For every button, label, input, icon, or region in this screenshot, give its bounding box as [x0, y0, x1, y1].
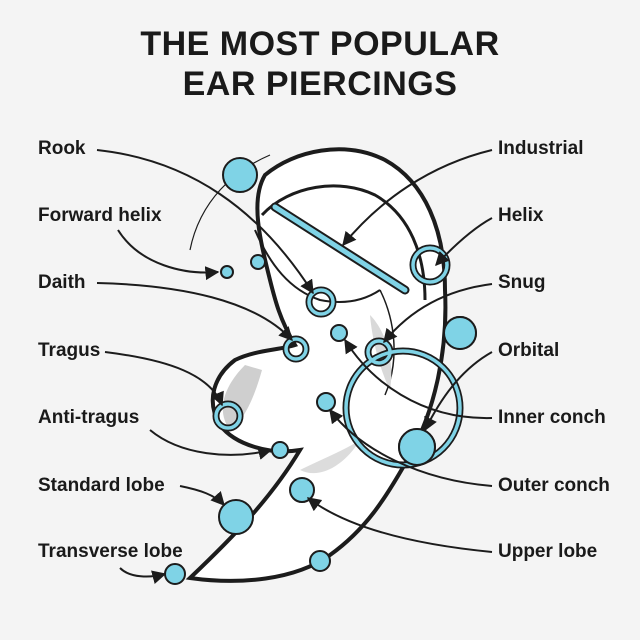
label-standard-lobe: Standard lobe [38, 475, 165, 496]
label-forward-helix: Forward helix [38, 205, 162, 226]
label-daith: Daith [38, 272, 86, 293]
label-helix: Helix [498, 205, 544, 226]
label-orbital: Orbital [498, 340, 560, 361]
arrow-daith [96, 282, 293, 342]
arrow-forward-helix [117, 229, 220, 281]
label-rook: Rook [38, 138, 86, 159]
label-outer-conch: Outer conch [498, 475, 610, 496]
ear-outline [185, 147, 448, 583]
upper-lobe-stud [289, 477, 315, 503]
label-snug: Snug [498, 272, 546, 293]
arrow-standard-lobe [179, 485, 225, 507]
inner-conch-stud [316, 392, 336, 412]
industrial-bar [270, 202, 410, 295]
arrow-tragus [104, 351, 224, 407]
arrow-snug [383, 283, 493, 344]
page-title-line-1: THE MOST POPULAR [140, 25, 500, 63]
label-industrial: Industrial [498, 138, 584, 159]
arrow-industrial [342, 149, 493, 247]
arrow-inner-conch [344, 338, 493, 420]
label-upper-lobe: Upper lobe [498, 541, 598, 562]
page-title-line-2: EAR PIERCINGS [182, 65, 458, 103]
snug-ball [330, 324, 348, 342]
label-tragus: Tragus [38, 340, 101, 361]
forward-helix-stud [220, 265, 234, 279]
standard-lobe-stud [218, 499, 254, 535]
label-anti-tragus: Anti-tragus [38, 407, 140, 428]
forward-helix-stud-2 [250, 254, 266, 270]
label-inner-conch: Inner conch [498, 407, 606, 428]
arrow-outer-conch [329, 408, 493, 487]
lower-lobe-stud [309, 550, 331, 572]
arrow-upper-lobe [306, 497, 493, 553]
arrow-rook [96, 149, 314, 295]
arrow-helix [435, 217, 493, 267]
transverse-lobe-stud [164, 563, 186, 585]
arrow-orbital [424, 351, 493, 432]
rook-stud [222, 157, 258, 193]
arrow-transverse-lobe [119, 567, 167, 585]
arrow-anti-tragus [149, 429, 273, 460]
label-transverse-lobe: Transverse lobe [38, 541, 183, 562]
anti-tragus-stud [271, 441, 289, 459]
